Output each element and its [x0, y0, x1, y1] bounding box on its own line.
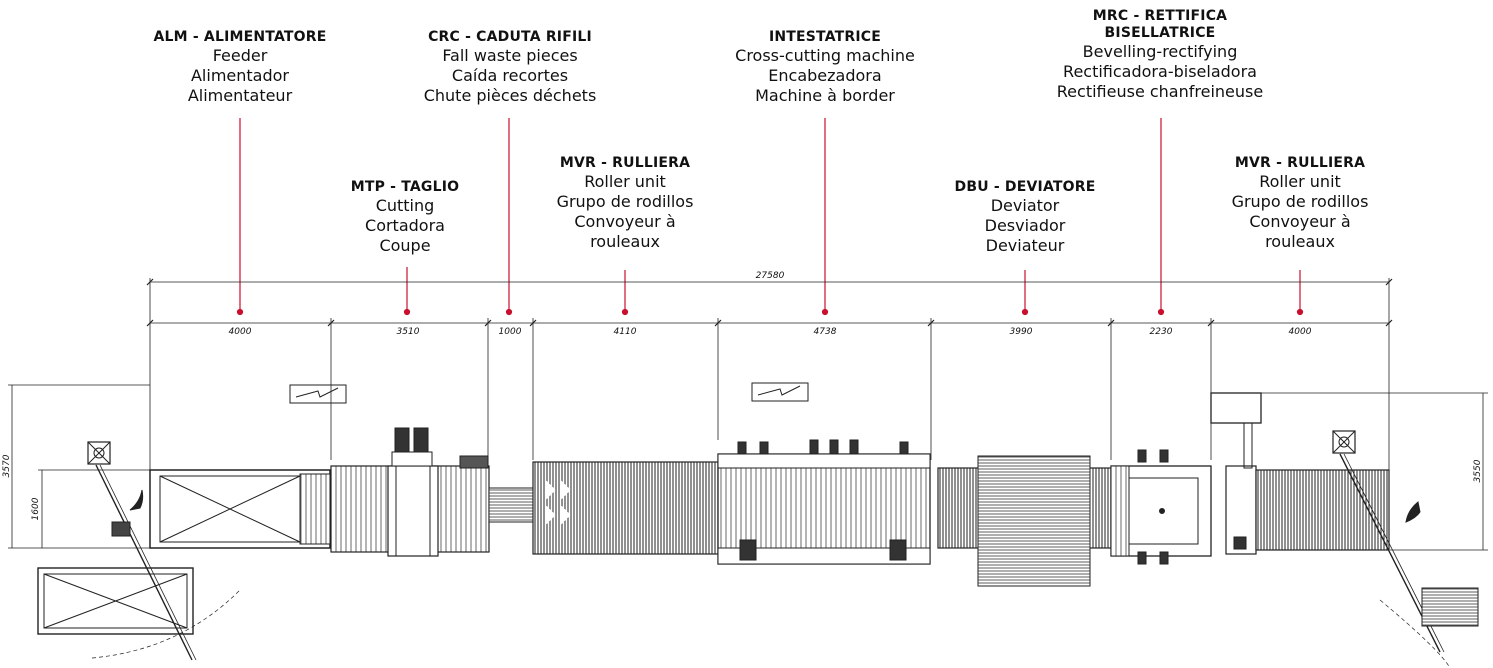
roller-unit-2 [1255, 469, 1390, 551]
infeed-equipment [37, 441, 241, 661]
station-line: Cross-cutting machine [735, 46, 915, 65]
cross-cutting-unit [717, 439, 931, 565]
station-line: Chute pièces déchets [423, 86, 597, 105]
station-label-int: INTESTATRICE Cross-cutting machine Encab… [700, 29, 950, 106]
station-label-mvr2: MVR - RULLIERA Roller unit Grupo de rodi… [1200, 155, 1400, 252]
station-line: Roller unit [584, 172, 666, 191]
station-line: Deviator [990, 196, 1060, 215]
control-cabinet [1210, 392, 1262, 555]
bevelling-unit [1110, 449, 1212, 565]
station-line: Cortadora [365, 216, 445, 235]
station-label-alm: ALM - ALIMENTATORE Feeder Alimentador Al… [120, 29, 360, 106]
station-title: ALM - ALIMENTATORE [153, 29, 327, 45]
station-line: rouleaux [590, 232, 660, 251]
station-line: Alimentador [190, 66, 289, 85]
station-title: MTP - TAGLIO [350, 179, 460, 195]
station-label-mrc: MRC - RETTIFICA BISELLATRICE Bevelling-r… [1020, 8, 1300, 102]
station-label-dbu: DBU - DEVIATORE Deviator Desviador Devia… [935, 179, 1115, 256]
station-label-mtp: MTP - TAGLIO Cutting Cortadora Coupe [320, 179, 490, 256]
dim-left-inner: 1600 [31, 497, 41, 520]
station-line: Desviador [984, 216, 1066, 235]
station-title: CRC - CADUTA RIFILI [428, 29, 592, 45]
outfeed-equipment [1332, 430, 1479, 668]
dim-right: 3550 [1473, 459, 1483, 482]
station-title: INTESTATRICE [768, 29, 882, 45]
station-line: Roller unit [1259, 172, 1341, 191]
station-line: Deviateur [985, 236, 1065, 255]
station-label-mvr1: MVR - RULLIERA Roller unit Grupo de rodi… [525, 155, 725, 252]
cutting-unit [330, 427, 490, 557]
dim-segment: 4738 [814, 327, 837, 337]
dim-segment: 3510 [397, 327, 420, 337]
station-line: Rectifieuse chanfreineuse [1056, 82, 1264, 101]
station-line: Coupe [379, 236, 431, 255]
station-line: Grupo de rodillos [1231, 192, 1369, 211]
feeder-unit [149, 469, 331, 549]
flow-sign [289, 382, 809, 404]
dim-segment: 3990 [1010, 327, 1033, 337]
station-line: Fall waste pieces [442, 46, 578, 65]
station-title-line-1: MRC - RETTIFICA [1092, 8, 1228, 24]
dim-segment: 4000 [1289, 327, 1312, 337]
waste-fall-unit [488, 487, 534, 523]
dim-total: 27580 [756, 271, 785, 281]
station-title: DBU - DEVIATORE [954, 179, 1096, 195]
deviator-unit [937, 455, 1112, 587]
dim-segment: 4000 [229, 327, 252, 337]
station-line: Feeder [212, 46, 268, 65]
dim-left-outer: 3570 [2, 454, 12, 477]
station-line: rouleaux [1265, 232, 1335, 251]
station-line: Machine à border [755, 86, 895, 105]
station-title-line-2: BISELLATRICE [1104, 25, 1216, 41]
station-label-crc: CRC - CADUTA RIFILI Fall waste pieces Ca… [390, 29, 630, 106]
station-line: Convoyeur à [574, 212, 676, 231]
station-line: Grupo de rodillos [556, 192, 694, 211]
dimension-lines [8, 278, 1488, 551]
roller-unit-1 [532, 461, 719, 555]
leader-lines [236, 118, 1304, 316]
station-line: Rectificadora-biseladora [1063, 62, 1257, 81]
station-line: Bevelling-rectifying [1082, 42, 1238, 61]
station-line: Alimentateur [187, 86, 293, 105]
station-line: Cutting [375, 196, 435, 215]
station-title: MVR - RULLIERA [559, 155, 691, 171]
dim-segment: 1000 [499, 327, 522, 337]
station-title: MVR - RULLIERA [1234, 155, 1366, 171]
dim-segment: 4110 [614, 327, 637, 337]
station-line: Convoyeur à [1249, 212, 1351, 231]
station-line: Encabezadora [768, 66, 882, 85]
dim-segment: 2230 [1150, 327, 1173, 337]
station-line: Caída recortes [451, 66, 569, 85]
